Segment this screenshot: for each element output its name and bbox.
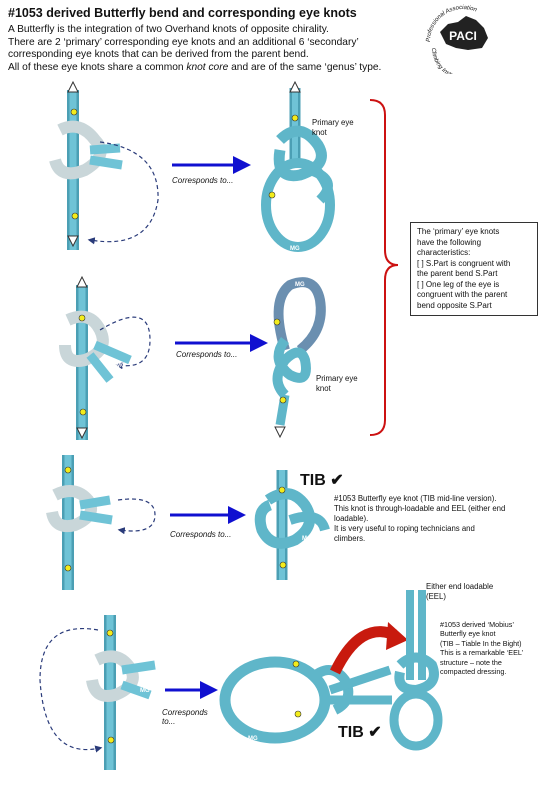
intro-line-4: All of these eye knots share a common kn… xyxy=(8,61,382,73)
rope-mark: MG xyxy=(302,536,312,542)
row4-description: #1053 derived ‘Mobius’ Butterfly eye kno… xyxy=(440,620,524,677)
eye-knot-2: MG xyxy=(272,277,326,439)
red-curved-arrow xyxy=(330,626,398,675)
bend-row-1 xyxy=(49,80,159,250)
mobius-knot-hanging xyxy=(389,590,443,751)
rope-mark: MG xyxy=(140,688,150,694)
paci-logo: PACI Professional Association Climbing I… xyxy=(426,5,488,74)
rope-mark: MG xyxy=(295,282,305,288)
tib-badge-1: TIB ✔ xyxy=(300,472,344,489)
eye-knot-1: MG xyxy=(261,80,335,252)
corresponds-label-2: Corresponds to... xyxy=(176,350,238,359)
bend-row-2: MG xyxy=(59,275,151,440)
tib-badge-2: TIB ✔ xyxy=(338,724,382,741)
characteristics-box: The ‘primary’ eye knots have the followi… xyxy=(410,222,538,316)
corresponds-label-1: Corresponds to... xyxy=(172,176,234,185)
intro-line-3: corresponding eye knots that can be deri… xyxy=(8,49,309,61)
bend-row-4: MG xyxy=(39,615,156,770)
intro-line-2: There are 2 ‘primary’ corresponding eye … xyxy=(8,36,359,48)
intro-text: A Butterfly is the integration of two Ov… xyxy=(8,24,428,74)
corresponds-label-3: Corresponds to... xyxy=(170,530,232,539)
bend-row-3 xyxy=(46,455,156,590)
bracket xyxy=(369,99,399,436)
intro-line-1: A Butterfly is the integration of two Ov… xyxy=(8,24,329,35)
logo-center-text: PACI xyxy=(449,29,477,43)
rope-mark: MG xyxy=(116,363,126,369)
eel-label: Either end loadable(EEL) xyxy=(426,582,494,601)
rope-mark: MG xyxy=(248,736,258,742)
rope-mark: MG xyxy=(290,246,300,252)
mobius-knot-flat: MG xyxy=(219,656,392,744)
page-title: #1053 derived Butterfly bend and corresp… xyxy=(8,6,357,20)
row3-description: #1053 Butterfly eye knot (TIB mid-line v… xyxy=(334,494,506,543)
eye-knot-3: MG xyxy=(254,470,330,580)
